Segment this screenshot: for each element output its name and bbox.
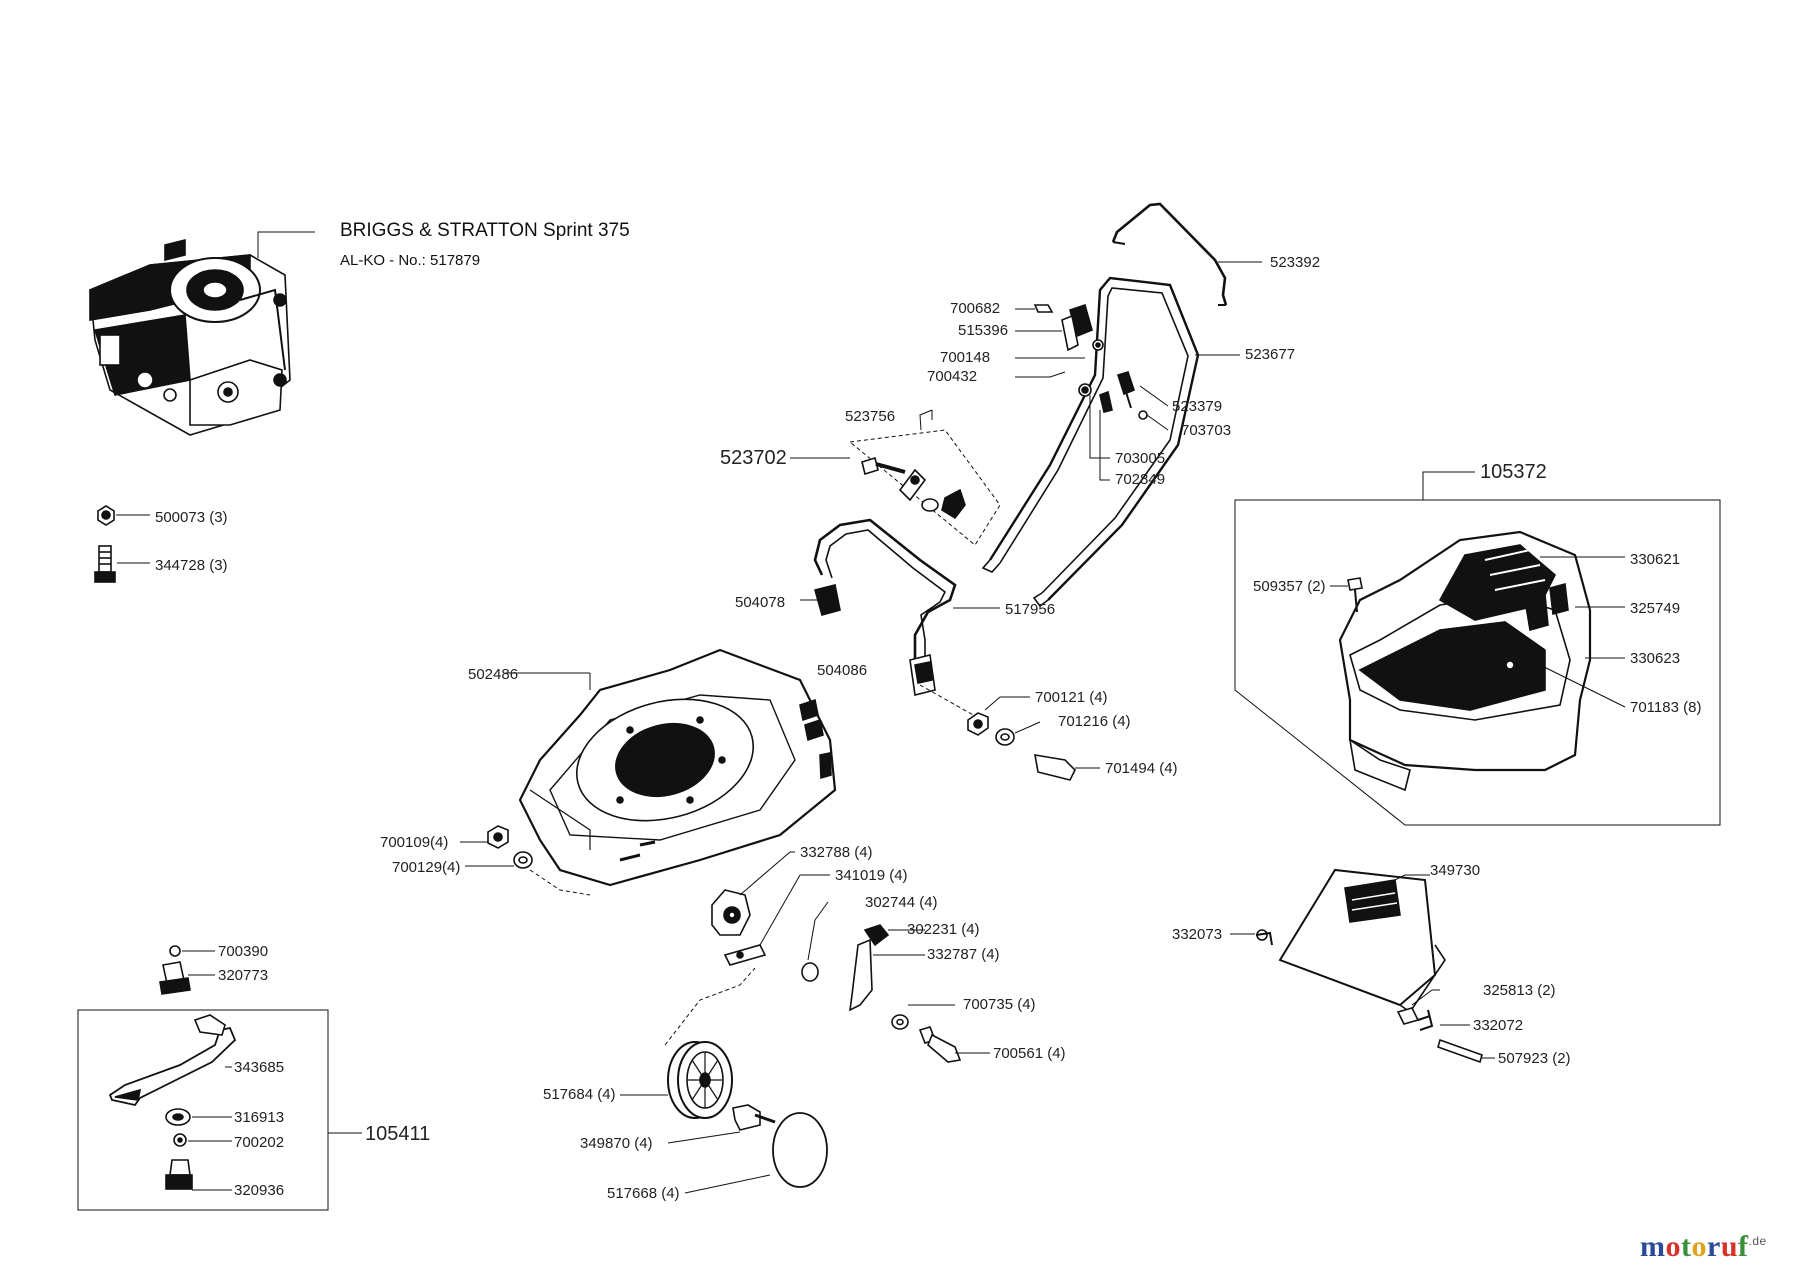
watermark-letter: f <box>1738 1230 1749 1263</box>
part-label: 702849 <box>1115 471 1166 488</box>
watermark-letter: r <box>1707 1230 1721 1263</box>
part-label: 700561 (4) <box>993 1045 1066 1062</box>
engine-number: AL-KO - No.: 517879 <box>340 252 481 269</box>
part-label: 700735 (4) <box>963 996 1036 1013</box>
part-label: 341019 (4) <box>835 867 908 884</box>
watermark-letter: o <box>1691 1230 1707 1263</box>
part-label: 502486 <box>468 666 519 683</box>
part-label: 349870 (4) <box>580 1135 653 1152</box>
part-label: 517956 <box>1005 601 1056 618</box>
part-label: 703703 <box>1181 422 1232 439</box>
part-label: 523702 <box>720 447 787 469</box>
part-label: 700129(4) <box>392 859 461 876</box>
part-label: 344728 (3) <box>155 557 228 574</box>
part-label: 701183 (8) <box>1630 699 1702 716</box>
part-label: 700202 <box>234 1134 285 1151</box>
part-label: 701216 (4) <box>1058 713 1131 730</box>
wheel-drawing <box>667 1041 733 1119</box>
blade-drawing <box>108 1014 237 1107</box>
part-label: 507923 (2) <box>1498 1050 1571 1067</box>
mower-deck <box>518 648 837 887</box>
watermark-suffix: .de <box>1748 1234 1767 1248</box>
part-label: 320936 <box>234 1182 285 1199</box>
part-label: 515396 <box>958 322 1009 339</box>
part-label: 330621 <box>1630 551 1681 568</box>
nut-500073 <box>97 505 115 526</box>
part-label: 332073 <box>1172 926 1223 943</box>
part-label: 316913 <box>234 1109 285 1126</box>
part-label: 349730 <box>1430 862 1481 879</box>
part-label: 701494 (4) <box>1105 760 1178 777</box>
part-label: 325749 <box>1630 600 1681 617</box>
watermark-letter: t <box>1681 1230 1692 1263</box>
part-label: 700432 <box>927 368 978 385</box>
grass-box-drawing <box>1338 530 1592 792</box>
rear-flap-drawing <box>1278 868 1446 1014</box>
part-label: 700148 <box>940 349 991 366</box>
part-label: 517668 (4) <box>607 1185 680 1202</box>
assembly-label: 105411 <box>365 1123 431 1145</box>
part-label: 703005 <box>1115 450 1166 467</box>
part-label: 700390 <box>218 943 269 960</box>
watermark-letter: m <box>1640 1230 1666 1263</box>
motoruf-watermark: motoruf.de <box>1640 1230 1767 1264</box>
engine-title: BRIGGS & STRATTON Sprint 375 <box>340 220 630 241</box>
bolt-523702 <box>861 456 906 476</box>
part-label: 320773 <box>218 967 269 984</box>
part-label: 517684 (4) <box>543 1086 616 1103</box>
part-label: 325813 (2) <box>1483 982 1556 999</box>
part-label: 523379 <box>1172 398 1223 415</box>
part-label: 332788 (4) <box>800 844 873 861</box>
assembly-label: 105372 <box>1480 461 1547 483</box>
part-label: 500073 (3) <box>155 509 228 526</box>
part-label: 509357 (2) <box>1253 578 1326 595</box>
watermark-letter: u <box>1720 1230 1739 1263</box>
part-label: 523756 <box>845 408 896 425</box>
watermark-letter: o <box>1665 1230 1681 1263</box>
engine-drawing <box>89 238 291 436</box>
part-label: 700121 (4) <box>1035 689 1108 706</box>
part-label: 700682 <box>950 300 1001 317</box>
part-label: 302744 (4) <box>865 894 938 911</box>
part-label: 504086 <box>817 662 868 679</box>
part-label: 523392 <box>1270 254 1321 271</box>
part-label: 332072 <box>1473 1017 1524 1034</box>
part-label: 343685 <box>234 1059 285 1076</box>
part-label: 523677 <box>1245 346 1296 363</box>
part-label: 332787 (4) <box>927 946 1000 963</box>
part-label: 302231 (4) <box>907 921 980 938</box>
bolt-344728 <box>94 545 116 583</box>
part-label: 504078 <box>735 594 786 611</box>
part-label: 700109(4) <box>380 834 449 851</box>
part-label: 330623 <box>1630 650 1681 667</box>
